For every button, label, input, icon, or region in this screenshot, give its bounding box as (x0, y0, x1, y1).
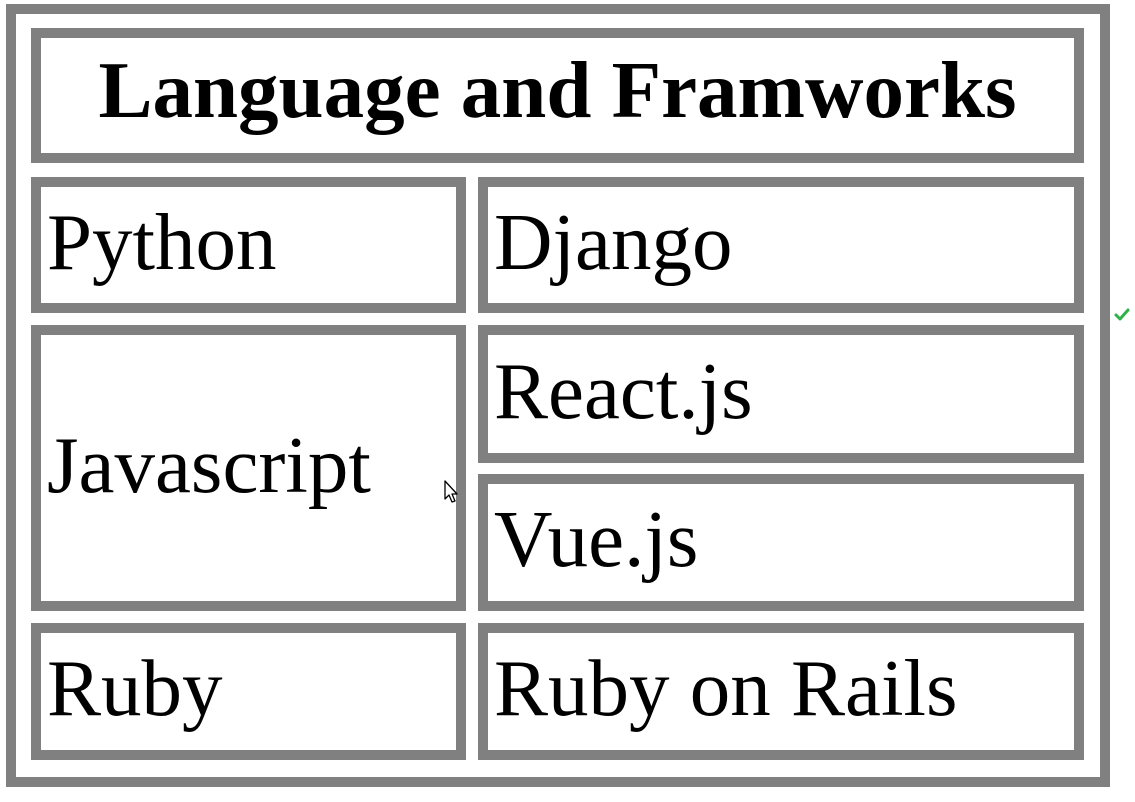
cell-text: Javascript (47, 419, 371, 510)
cell-text: React.js (494, 345, 753, 436)
table-cell-language-python: Python (31, 177, 466, 313)
cell-text: Ruby on Rails (494, 643, 958, 733)
table-cell-language-javascript: Javascript (31, 325, 466, 611)
cell-text: Ruby (47, 643, 223, 733)
table-header-text: Language and Framworks (98, 45, 1017, 135)
table-cell-framework-django: Django (478, 177, 1084, 313)
table-cell-framework-vue: Vue.js (478, 474, 1084, 611)
table-cell-language-ruby: Ruby (31, 623, 466, 760)
mouse-pointer-icon (444, 480, 458, 503)
table-cell-framework-react: React.js (478, 325, 1084, 463)
cell-text: Python (47, 196, 277, 287)
table-cell-framework-rails: Ruby on Rails (478, 623, 1084, 760)
table-header-cell: Language and Framworks (31, 28, 1084, 163)
cell-text: Vue.js (494, 494, 699, 584)
check-icon (1114, 308, 1130, 321)
cell-text: Django (494, 196, 733, 287)
